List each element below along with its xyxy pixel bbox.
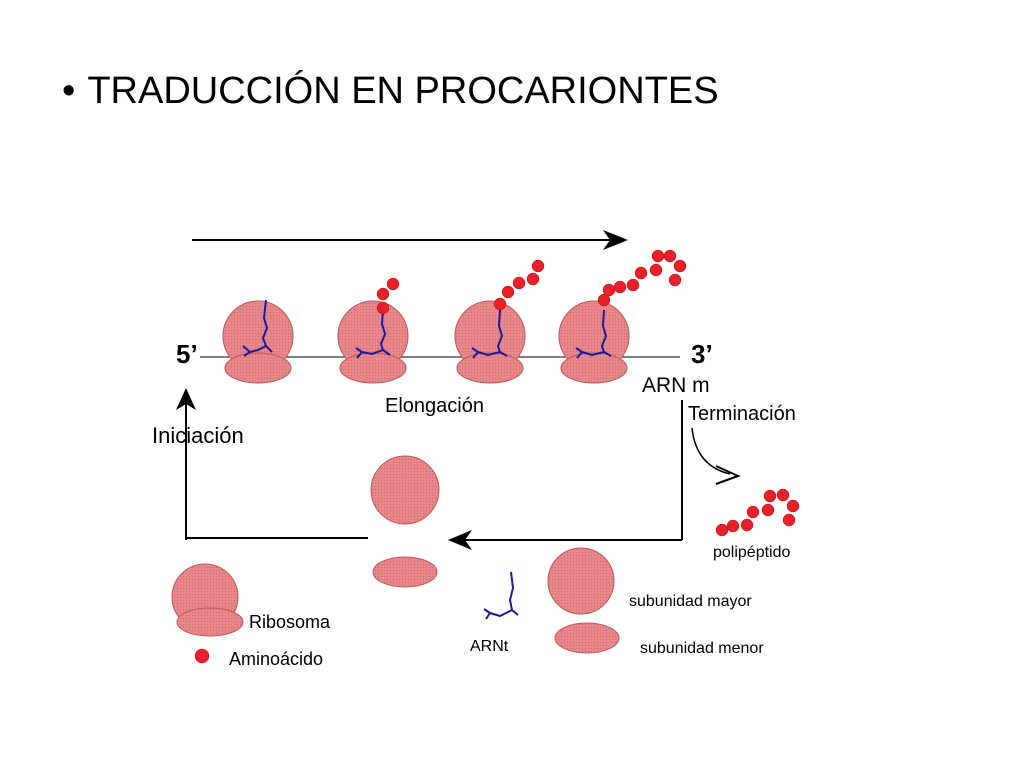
label-large-subunit: subunidad mayor — [629, 593, 752, 610]
label-elongation: Elongación — [385, 395, 484, 417]
label-five-prime: 5’ — [176, 339, 198, 369]
title-bullet: • — [62, 70, 76, 112]
released-polypeptide — [715, 488, 800, 537]
title-text: TRADUCCIÓN EN PROCARIONTES — [87, 70, 719, 112]
label-mrna: ARN m — [642, 374, 710, 397]
key-trna-icon — [483, 571, 519, 620]
key-large-subunit — [547, 547, 615, 615]
legend-ribosome-icon — [171, 563, 244, 637]
label-polypeptide: polipéptido — [713, 544, 791, 561]
label-trna: ARNt — [470, 638, 509, 655]
ribosome-stage-2 — [337, 277, 409, 384]
cycle-arrows — [176, 388, 741, 550]
key-small-subunit — [554, 622, 620, 654]
label-initiation: Iniciación — [152, 423, 244, 448]
label-small-subunit: subunidad menor — [640, 640, 764, 657]
ribosome-stage-1 — [222, 299, 294, 384]
legend-amino-acid-icon — [194, 648, 210, 664]
slide-title: • TRADUCCIÓN EN PROCARIONTES — [62, 70, 719, 113]
label-termination: Terminación — [688, 403, 796, 425]
ribosome-stage-4 — [558, 249, 687, 384]
ribosome-stage-3 — [454, 259, 545, 384]
legend-ribosome-label: Ribosoma — [249, 612, 331, 632]
legend-amino-acid-label: Aminoácido — [229, 649, 323, 669]
direction-arrow — [192, 230, 628, 250]
released-subunits — [370, 455, 440, 588]
label-three-prime: 3’ — [691, 339, 713, 369]
